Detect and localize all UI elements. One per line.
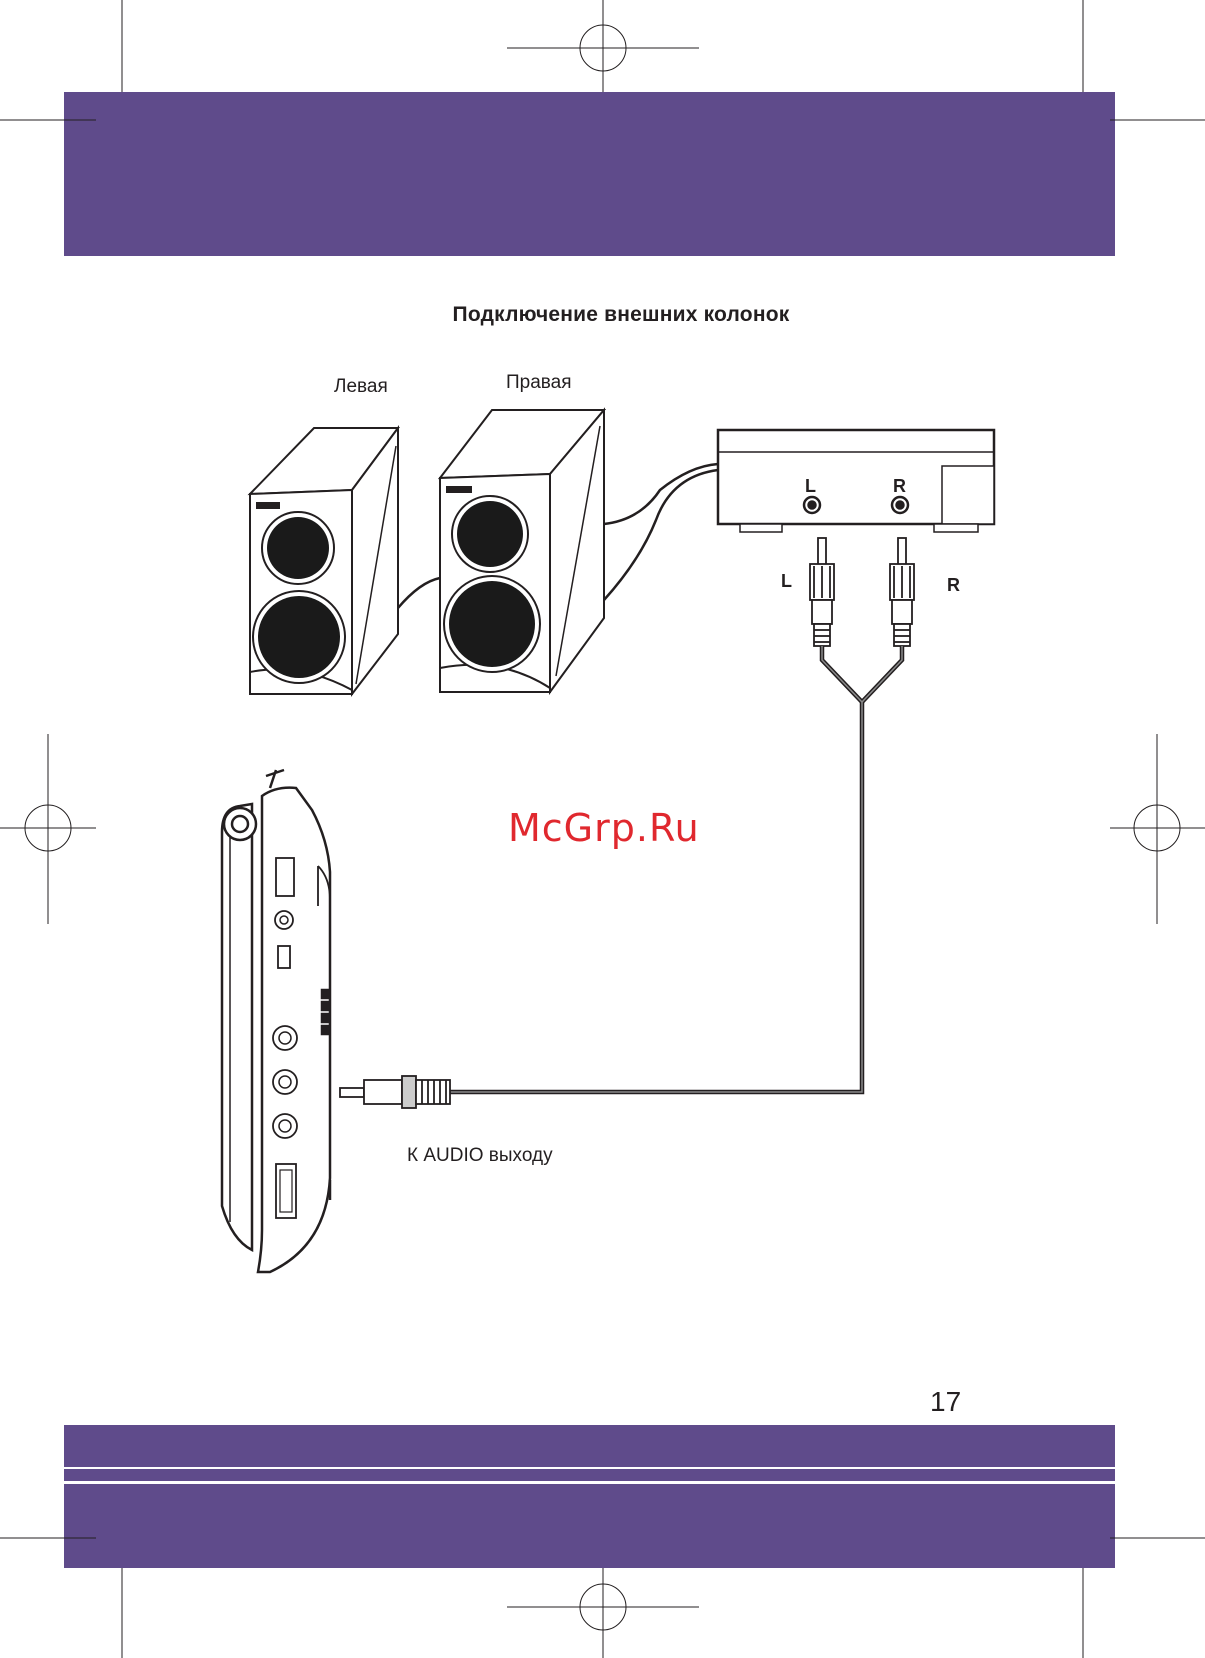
rca-plug-left [810,538,834,646]
right-speaker [440,410,604,692]
left-speaker [250,428,398,694]
watermark: McGrp.Ru [508,806,700,850]
left-speaker-label: Левая [334,376,388,398]
y-cable-inner [450,646,902,1092]
page-title: Подключение внешних колонок [0,303,1205,327]
amp-jack-left-label: L [805,476,816,496]
plug-right-label: R [947,575,960,596]
right-speaker-label: Правая [506,372,572,394]
plug-left-label: L [781,571,792,592]
mini-jack-plug [340,1076,450,1108]
audio-output-label: К AUDIO выходу [407,1145,553,1167]
amp-jack-right-label: R [893,476,906,496]
y-cable [450,646,902,1092]
amplifier [718,430,994,532]
page-number: 17 [930,1386,961,1418]
rca-plug-right [890,538,914,646]
portable-player [222,770,330,1272]
